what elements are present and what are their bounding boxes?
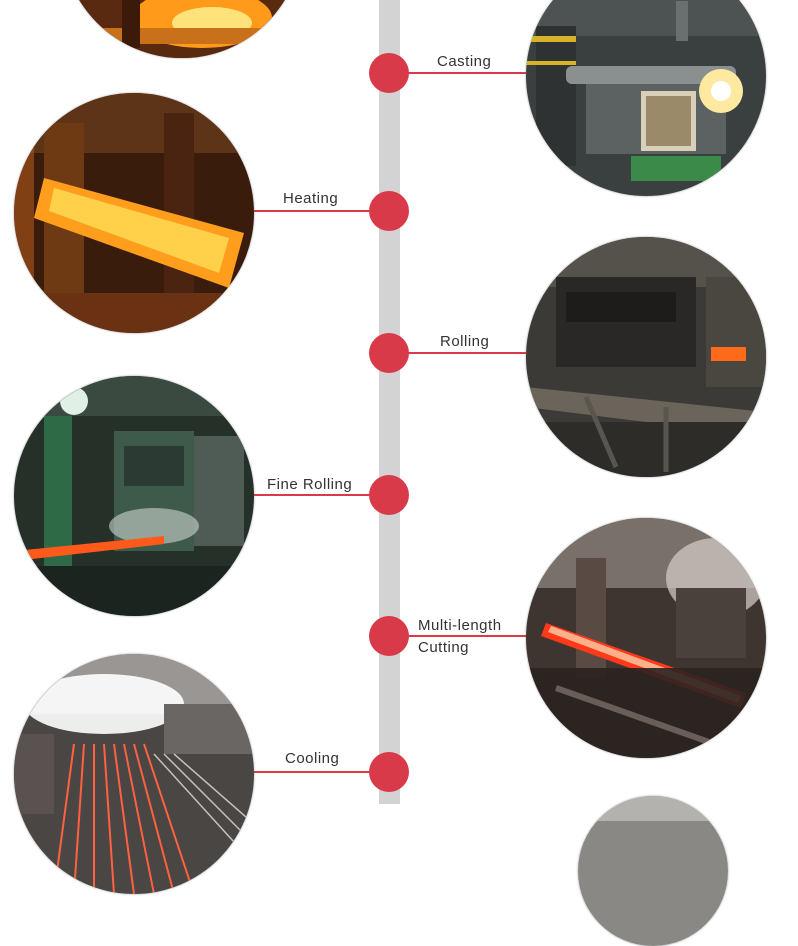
fine-rolling-connector [254, 494, 370, 496]
heating-node [369, 191, 409, 231]
cooling-connector [254, 771, 370, 773]
fine-rolling-label: Fine Rolling [267, 476, 353, 493]
partial-next-step-photo [578, 796, 728, 946]
electric-arc-furnace-photo [526, 0, 766, 196]
multi-length-cutting-node [369, 616, 409, 656]
casting-node [369, 53, 409, 93]
heating-connector [254, 210, 370, 212]
casting-label: Casting [437, 53, 492, 70]
rolling-label: Rolling [440, 333, 490, 350]
fine-rolling-node [369, 475, 409, 515]
cooling-node [369, 752, 409, 792]
multi-length-cutting-connector [400, 635, 526, 637]
red-hot-billet-heating-photo [14, 93, 254, 333]
heating-label: Heating [283, 190, 339, 207]
hot-bar-cutting-photo [526, 518, 766, 758]
timeline-bar [379, 0, 400, 804]
molten-steel-pour-photo [62, 0, 302, 58]
rebar-cooling-bed-photo [14, 654, 254, 894]
multi-length-cutting-label: Multi-length Cutting [418, 617, 502, 656]
casting-connector [400, 72, 526, 74]
rolling-connector [400, 352, 526, 354]
rolling-node [369, 333, 409, 373]
rolling-mill-photo [526, 237, 766, 477]
fine-rolling-mill-photo [14, 376, 254, 616]
cooling-label: Cooling [285, 750, 340, 767]
